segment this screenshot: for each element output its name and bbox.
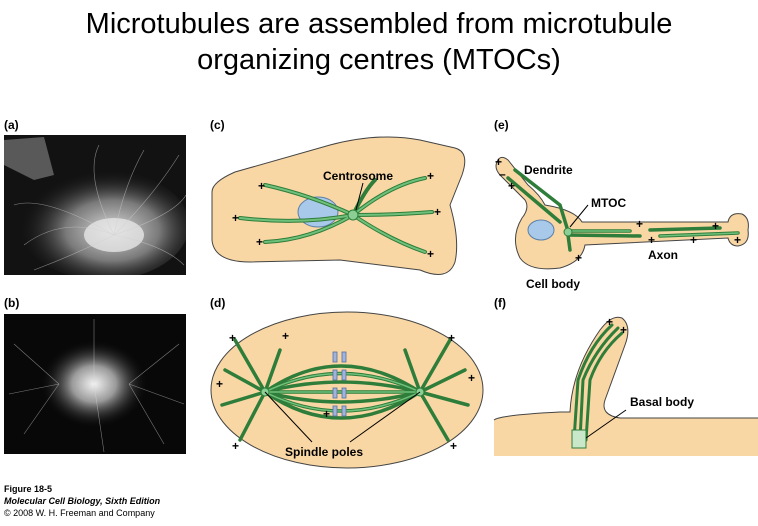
plus-e-3: + [575, 251, 582, 265]
micrograph-a [4, 135, 186, 275]
basal-body [571, 429, 587, 449]
interphase-cell: Centrosome + + + + + + [211, 136, 466, 275]
chromosomes [332, 351, 347, 417]
plus-e-4: + [636, 217, 643, 231]
plus-d-7: + [450, 439, 457, 453]
plus-e-7: + [712, 219, 719, 233]
caption-book-title: Molecular Cell Biology, Sixth Edition [4, 496, 161, 506]
plus-c-1: + [258, 179, 265, 193]
mitotic-cell: Spindle poles + + + + + + + + [210, 311, 484, 469]
panel-label-e: (e) [494, 118, 509, 132]
label-dendrite: Dendrite [524, 163, 573, 177]
centrosome [347, 209, 359, 221]
ciliated-cell: Basal body + + [493, 315, 758, 456]
plus-e-2: + [508, 179, 515, 193]
label-spindle-poles: Spindle poles [285, 445, 363, 459]
plus-d-5: + [448, 331, 455, 345]
plus-f-2: + [620, 323, 627, 337]
plus-c-3: + [256, 235, 263, 249]
plus-d-2: + [282, 329, 289, 343]
caption-figure-number: Figure 18-5 [4, 484, 53, 494]
panel-label-d: (d) [210, 296, 226, 310]
panel-label-f: (f) [494, 296, 506, 310]
plus-c-6: + [427, 247, 434, 261]
neuron: Dendrite MTOC Axon Cell body + – + + + +… [495, 155, 749, 291]
caption-copyright: © 2008 W. H. Freeman and Company [4, 508, 155, 518]
label-axon: Axon [648, 248, 678, 262]
plus-c-2: + [232, 211, 239, 225]
cell-surface-f [494, 317, 758, 456]
title-line-2: organizing centres (MTOCs) [197, 44, 561, 76]
neuron-membrane [495, 156, 749, 270]
plus-f-1: + [606, 315, 613, 329]
label-mtoc: MTOC [591, 196, 626, 210]
label-centrosome: Centrosome [323, 169, 393, 183]
plus-e-5: + [648, 233, 655, 247]
plus-c-5: + [434, 205, 441, 219]
panel-label-a: (a) [4, 118, 19, 132]
micrograph-b [4, 314, 186, 454]
figure-caption: Figure 18-5 Molecular Cell Biology, Sixt… [4, 483, 160, 519]
plus-d-3: + [216, 377, 223, 391]
label-cell-body: Cell body [526, 277, 580, 291]
nucleus-e [527, 219, 555, 241]
plus-d-1: + [229, 331, 236, 345]
plus-e-8: + [734, 233, 741, 247]
title-line-1: Microtubules are assembled from microtub… [85, 8, 673, 40]
mtoc-e [563, 227, 573, 237]
slide-title: Microtubules are assembled from microtub… [0, 6, 758, 78]
plus-d-4: + [232, 439, 239, 453]
plus-e-6: + [690, 233, 697, 247]
panel-label-c: (c) [210, 118, 225, 132]
plus-d-6: + [468, 371, 475, 385]
panel-label-b: (b) [4, 296, 20, 310]
plus-d-8: + [323, 407, 330, 421]
label-basal-body: Basal body [630, 395, 694, 409]
plus-e-1: + [495, 155, 502, 169]
minus-e-1: – [499, 167, 506, 181]
plus-c-4: + [427, 169, 434, 183]
